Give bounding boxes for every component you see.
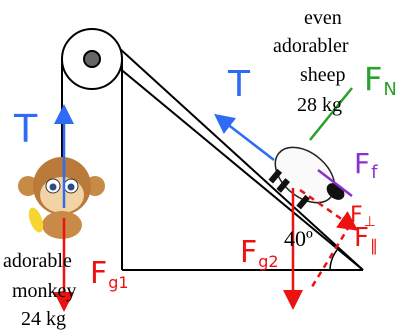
tension-arrows bbox=[54, 104, 275, 208]
pulley-axle bbox=[83, 50, 101, 68]
normal-force-label: FN bbox=[364, 60, 397, 100]
sheep-body bbox=[274, 146, 336, 204]
tension-arrow-right bbox=[214, 113, 275, 161]
monkey-caption-line2: monkey bbox=[12, 280, 76, 302]
sheep-caption-line1: even bbox=[304, 7, 342, 29]
normal-force-arrow bbox=[309, 87, 353, 141]
monkey-caption: adorable monkey 24 kg bbox=[3, 250, 76, 330]
friction-force-label: Ff bbox=[354, 147, 378, 183]
incline-angle-label: 40º bbox=[284, 226, 313, 251]
sheep-leg-3 bbox=[296, 194, 310, 210]
incline-slope-lower bbox=[117, 66, 364, 271]
sheep-caption-line2: adorabler bbox=[273, 35, 349, 57]
gravity-sheep-perp-label: F⊥ bbox=[350, 203, 376, 230]
gravity-sheep-total-label: Fg2 bbox=[240, 235, 279, 271]
tension-label-left: T bbox=[13, 107, 38, 151]
sheep-illustration bbox=[268, 146, 345, 210]
gravity-sheep-perp-arrow bbox=[308, 224, 352, 291]
gravity-monkey-label: Fg1 bbox=[90, 256, 129, 292]
sheep-mass: 28 kg bbox=[297, 94, 342, 116]
sheep-caption: even adorabler sheep 28 kg bbox=[273, 7, 349, 116]
incline-structure bbox=[107, 37, 364, 271]
monkey-illustration bbox=[18, 157, 105, 239]
angle-arc bbox=[329, 249, 338, 271]
monkey-body bbox=[42, 211, 82, 239]
sheep-caption-line3: sheep bbox=[300, 64, 346, 86]
gravity-arrows bbox=[54, 188, 359, 312]
gravity-sheep-parallel-label: F∥ bbox=[354, 223, 378, 255]
monkey-mass: 24 kg bbox=[21, 308, 66, 330]
friction-force-arrow bbox=[317, 169, 353, 197]
sheep-leg-2 bbox=[276, 178, 290, 193]
tension-label-right: T bbox=[227, 64, 251, 105]
pulley bbox=[61, 28, 123, 90]
sheep-leg-1 bbox=[268, 168, 283, 184]
banana-icon bbox=[28, 207, 44, 233]
monkey-caption-line1: adorable bbox=[3, 250, 72, 272]
incline-slope-upper bbox=[107, 37, 364, 271]
monkey-left-ear bbox=[18, 176, 38, 196]
